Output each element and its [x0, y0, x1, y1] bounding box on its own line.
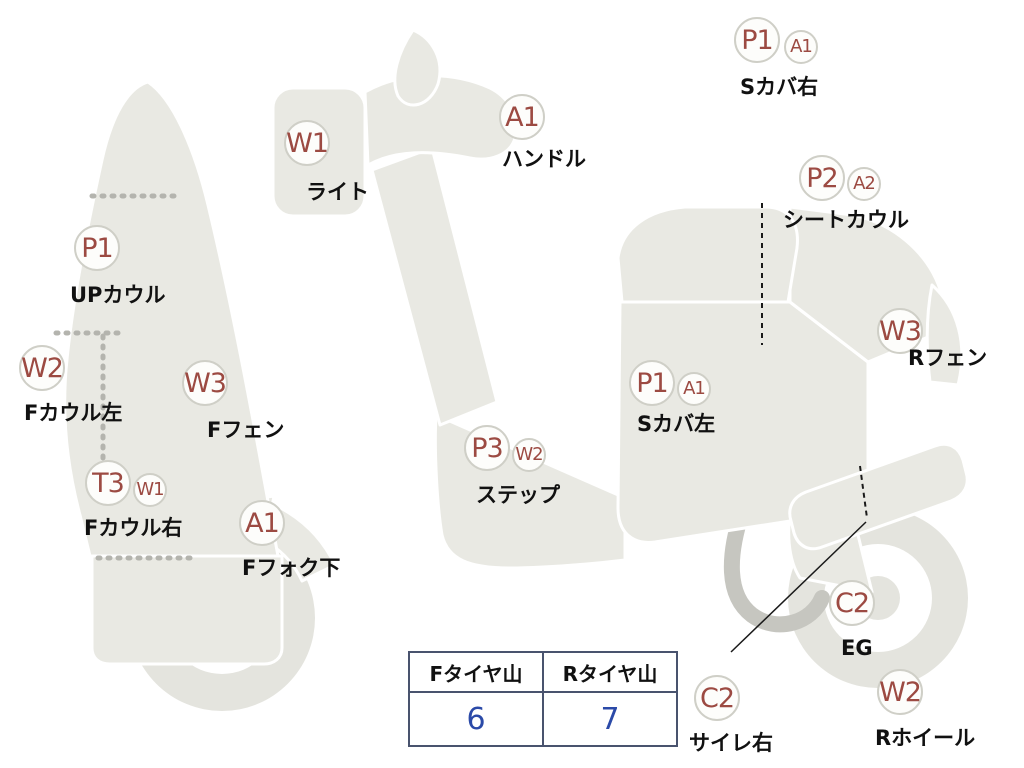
f-fender-code-w3: W3: [182, 360, 228, 406]
cowl-split-dotted-lines: [53, 193, 193, 561]
r-wheel-label: Rホイール: [875, 726, 976, 750]
f-cowl-right-code-t3: T3: [85, 460, 131, 506]
rear-fender: [925, 283, 964, 387]
rear-tire-header: Rタイヤ山: [542, 651, 678, 693]
f-fender-label: Fフェン: [207, 418, 285, 442]
s-cover-left-label: Sカバ左: [637, 412, 716, 436]
silencer-pointer-line: [730, 521, 867, 653]
handle-label: ハンドル: [502, 147, 586, 171]
step-label: ステップ: [476, 483, 560, 507]
r-fender-code-w3: W3: [877, 308, 923, 354]
upper-cowl: [63, 80, 280, 558]
engine-label: EG: [841, 636, 873, 660]
seat: [616, 205, 799, 304]
silencer-right-label: サイレ右: [689, 731, 773, 755]
f-fork-lower-label: Fフォク下: [242, 556, 341, 580]
step-code-w2: W2: [512, 438, 546, 472]
s-cover-right-code-a1: A1: [784, 30, 818, 64]
front-cowl-lower: [90, 554, 284, 666]
f-cowl-left-label: Fカウル左: [24, 401, 123, 425]
f-cowl-right-code-w1: W1: [133, 473, 167, 507]
f-fork-lower-code-a1: A1: [239, 500, 285, 546]
s-cover-right-code-p1: P1: [734, 17, 780, 63]
up-cowl-code-p1: P1: [74, 225, 120, 271]
silencer: [788, 442, 969, 551]
r-wheel-code-w2: W2: [877, 669, 923, 715]
light-code-w1: W1: [284, 120, 330, 166]
handlebar: [363, 74, 518, 167]
tire-tread-table: Fタイヤ山 Rタイヤ山 6 7: [408, 651, 678, 747]
front-tire-value: 6: [408, 691, 544, 747]
seat-cowl-label: シートカウル: [783, 208, 909, 232]
s-cover-right-label: Sカバ右: [740, 75, 819, 99]
engine-code-c2: C2: [829, 580, 875, 626]
f-cowl-right-label: Fカウル右: [84, 516, 183, 540]
reference-dashed-lines: [730, 203, 868, 653]
f-cowl-left-code-w2: W2: [19, 345, 65, 391]
light-label: ライト: [306, 180, 369, 204]
r-fender-label: Rフェン: [908, 346, 988, 370]
steering-column: [370, 146, 499, 427]
s-cover-left-code-a1: A1: [677, 372, 711, 406]
step-code-p3: P3: [464, 425, 510, 471]
exhaust-pipe: [723, 504, 830, 633]
seat-cowl-code-p2: P2: [799, 155, 845, 201]
front-tire-header: Fタイヤ山: [408, 651, 544, 693]
s-cover-left-code-p1: P1: [629, 360, 675, 406]
mirror: [393, 28, 442, 107]
silencer-right-code-c2: C2: [694, 675, 740, 721]
up-cowl-label: UPカウル: [70, 283, 166, 307]
rear-tire-value: 7: [542, 691, 678, 747]
seat-cowl-code-a2: A2: [847, 167, 881, 201]
handle-code-a1: A1: [499, 94, 545, 140]
